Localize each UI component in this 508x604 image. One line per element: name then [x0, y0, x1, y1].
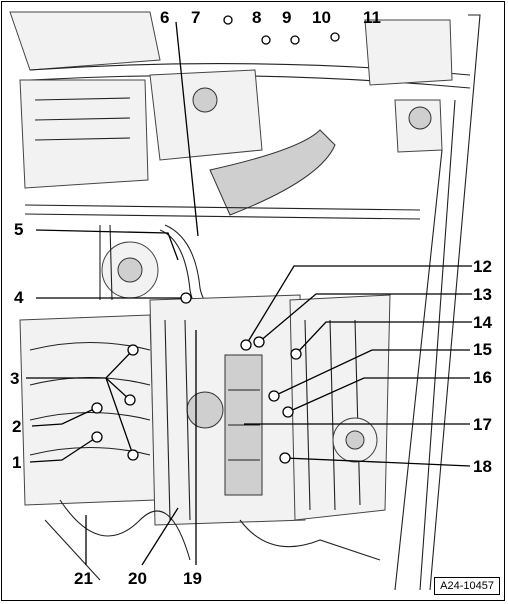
callout-18: 18 — [473, 457, 492, 476]
intake-duct — [209, 129, 336, 216]
callout-17: 17 — [473, 415, 492, 434]
intake-manifold-right — [289, 294, 391, 521]
callout-2: 2 — [12, 417, 22, 436]
callout-21: 21 — [74, 569, 93, 588]
lower-hoses — [59, 499, 191, 561]
callout-7: 7 — [191, 8, 201, 27]
callout-19: 19 — [183, 569, 202, 588]
callout-8: 8 — [252, 8, 262, 27]
callout-markers — [91, 15, 340, 464]
callout-3: 3 — [10, 369, 20, 388]
intake-manifold-left — [19, 314, 156, 506]
oil-filler-cap — [186, 391, 224, 429]
callout-9: 9 — [282, 8, 292, 27]
callout-15: 15 — [473, 340, 492, 359]
callout-13: 13 — [473, 285, 492, 304]
cross-rail — [24, 204, 421, 211]
callout-1: 1 — [12, 453, 22, 472]
fuse-box — [364, 19, 453, 86]
callout-10: 10 — [312, 8, 331, 27]
callout-4: 4 — [14, 288, 24, 307]
callout-12: 12 — [473, 257, 492, 276]
callout-leaders — [26, 21, 472, 566]
hood-panel — [9, 11, 161, 71]
callout-11: 11 — [363, 8, 381, 27]
coolant-reservoir — [149, 69, 263, 161]
air-filter-box — [19, 79, 149, 189]
callout-14: 14 — [473, 313, 492, 332]
callout-6: 6 — [160, 8, 170, 27]
callout-16: 16 — [473, 368, 492, 387]
right-fender — [429, 14, 481, 591]
reference-code: A24-10457 — [434, 577, 500, 595]
callout-5: 5 — [14, 220, 24, 239]
callout-20: 20 — [128, 569, 147, 588]
